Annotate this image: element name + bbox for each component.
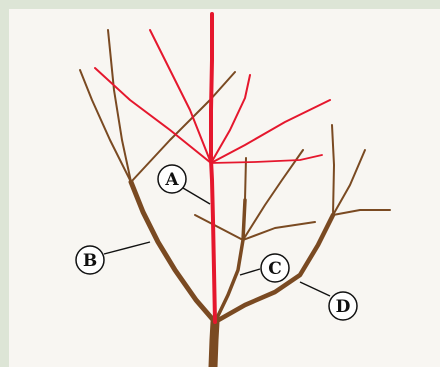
callout-d: D [329, 292, 357, 320]
leader-line-c [240, 269, 260, 275]
callout-b: B [76, 246, 104, 274]
callout-c-label: C [268, 259, 282, 279]
red-upper-right-shoot [211, 75, 250, 163]
red-branches [95, 14, 330, 322]
leader-line-d [300, 282, 330, 296]
left-outer-shoot [131, 72, 235, 182]
right-upper-shoot [333, 150, 365, 215]
leader-line-b [104, 242, 150, 254]
red-upper-left-shoot [150, 30, 211, 163]
center-left-low-shoot [195, 215, 243, 240]
callout-a-label: A [164, 170, 179, 190]
left-scaffold-branch [131, 182, 215, 322]
callout-d-label: D [336, 297, 351, 317]
left-scaffold-tip [80, 70, 131, 182]
callout-a: A [158, 165, 186, 193]
center-right-tip [245, 158, 246, 200]
right-outer-shoot [333, 210, 390, 215]
trunk [213, 322, 215, 367]
callout-b-label: B [83, 251, 97, 271]
center-right-branch [215, 200, 245, 322]
leader-line-a [183, 188, 210, 204]
right-scaffold-tip [332, 125, 334, 215]
red-low-right-shoot [211, 155, 322, 163]
callout-c: C [261, 254, 289, 282]
central-leader [211, 14, 215, 322]
center-right-low-shoot [243, 222, 315, 240]
center-right-side-shoot [243, 150, 303, 240]
